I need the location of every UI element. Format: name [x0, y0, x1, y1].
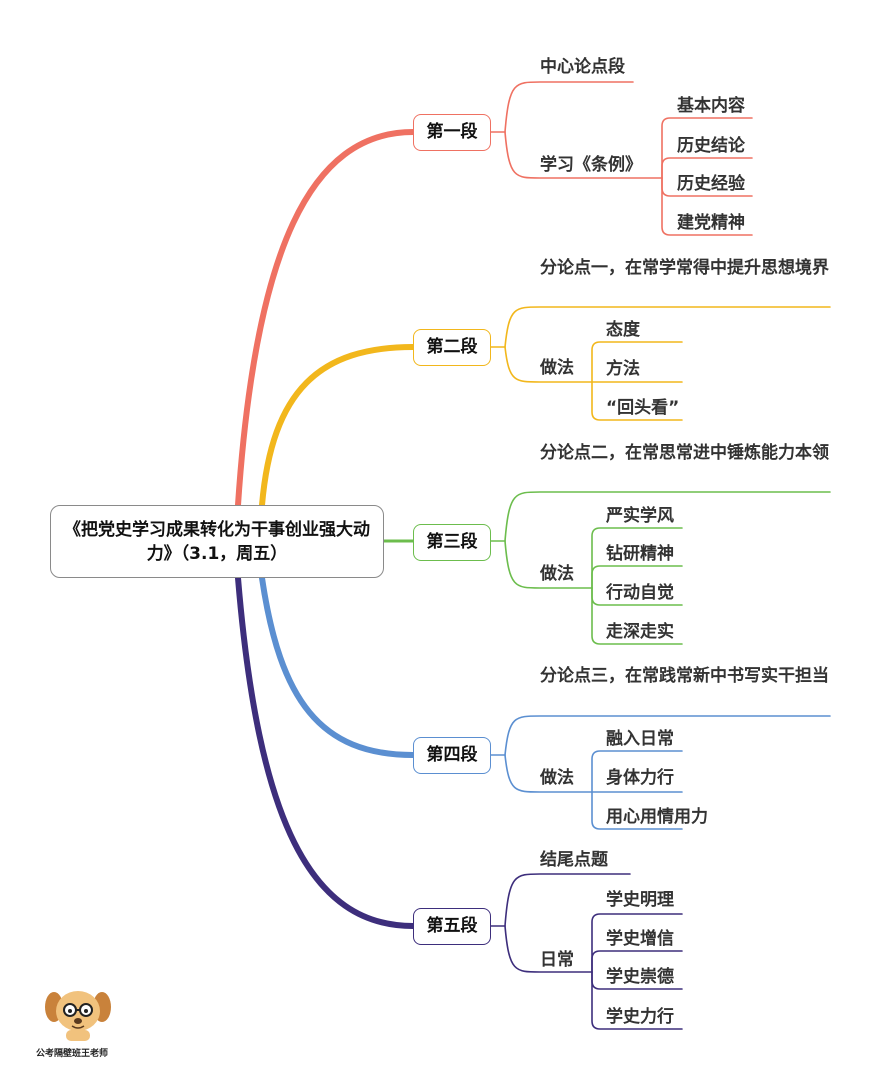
section-5-point[interactable]: 结尾点题	[540, 850, 608, 870]
central-topic-text: 《把党史学习成果转化为干事创业强大动力》（3.1，周五）	[64, 519, 370, 564]
section-2-item-1[interactable]: 态度	[606, 320, 640, 340]
section-4-item-line-1	[591, 750, 683, 793]
section-5-item-3[interactable]: 学史崇德	[606, 967, 674, 987]
section-4-item-2[interactable]: 身体力行	[606, 768, 674, 788]
section-1-item-line-1	[661, 117, 753, 179]
section-5-method[interactable]: 日常	[540, 950, 574, 970]
section-5-item-line-1	[591, 913, 683, 973]
section-2-item-3[interactable]: “回头看”	[606, 398, 680, 418]
section-2-method-line	[504, 346, 593, 383]
section-1-point-line	[504, 81, 634, 133]
section-3-node[interactable]: 第三段	[413, 524, 491, 561]
section-5-point-line	[504, 873, 631, 927]
section-1-item-4[interactable]: 建党精神	[677, 213, 745, 233]
section-1-item-1[interactable]: 基本内容	[677, 96, 745, 116]
section-3-method-line	[504, 540, 593, 589]
section-2-node[interactable]: 第二段	[413, 329, 491, 366]
branch-section-1	[235, 129, 416, 508]
branch-section-2	[259, 344, 416, 508]
section-5-item-4[interactable]: 学史力行	[606, 1007, 674, 1027]
section-1-method[interactable]: 学习《条例》	[540, 155, 642, 175]
section-3-method[interactable]: 做法	[540, 564, 574, 584]
branch-section-5	[235, 575, 416, 929]
section-4-point[interactable]: 分论点三，在常践常新中书写实干担当	[540, 666, 829, 686]
section-4-method-line	[504, 754, 593, 793]
section-3-item-4[interactable]: 走深走实	[606, 622, 674, 642]
section-1-item-2[interactable]: 历史结论	[677, 136, 745, 156]
section-4-item-1[interactable]: 融入日常	[606, 729, 674, 749]
section-2-point[interactable]: 分论点一，在常学常得中提升思想境界	[540, 258, 829, 278]
section-3-item-line-4	[591, 587, 683, 645]
sub-branches	[490, 81, 831, 1030]
section-1-item-line-2	[661, 157, 753, 179]
section-5-item-line-4	[591, 971, 683, 1030]
section-4-node[interactable]: 第四段	[413, 737, 491, 774]
section-4-item-3[interactable]: 用心用情用力	[606, 807, 708, 827]
section-5-item-line-2	[591, 950, 683, 973]
section-1-method-line	[504, 131, 663, 179]
central-topic[interactable]: 《把党史学习成果转化为干事创业强大动力》（3.1，周五）	[50, 505, 384, 578]
section-2-item-line-1	[591, 341, 683, 383]
main-branches	[235, 129, 416, 929]
branch-section-4	[259, 575, 416, 758]
section-4-point-line	[504, 715, 831, 756]
section-3-point[interactable]: 分论点二，在常思常进中锤炼能力本领	[540, 443, 829, 463]
section-2-item-line-3	[591, 381, 683, 421]
section-2-method[interactable]: 做法	[540, 358, 574, 378]
section-3-item-line-2	[591, 565, 683, 589]
section-4-item-line-3	[591, 791, 683, 830]
section-1-item-line-4	[661, 177, 753, 236]
section-5-item-2[interactable]: 学史增信	[606, 929, 674, 949]
section-3-point-line	[504, 491, 831, 542]
section-2-item-2[interactable]: 方法	[606, 359, 640, 379]
section-5-method-line	[504, 925, 593, 973]
section-5-item-1[interactable]: 学史明理	[606, 890, 674, 910]
section-1-item-3[interactable]: 历史经验	[677, 174, 745, 194]
section-3-item-3[interactable]: 行动自觉	[606, 583, 674, 603]
section-5-node[interactable]: 第五段	[413, 908, 491, 945]
dog-with-glasses-icon	[45, 991, 111, 1041]
section-1-point[interactable]: 中心论点段	[540, 57, 625, 77]
section-1-node[interactable]: 第一段	[413, 114, 491, 151]
section-3-item-line-1	[591, 527, 683, 589]
section-2-point-line	[504, 306, 831, 348]
section-3-item-2[interactable]: 钻研精神	[606, 544, 674, 564]
section-4-method[interactable]: 做法	[540, 768, 574, 788]
section-3-item-1[interactable]: 严实学风	[606, 506, 674, 526]
watermark-text: 公考隔壁班王老师	[36, 1049, 109, 1059]
